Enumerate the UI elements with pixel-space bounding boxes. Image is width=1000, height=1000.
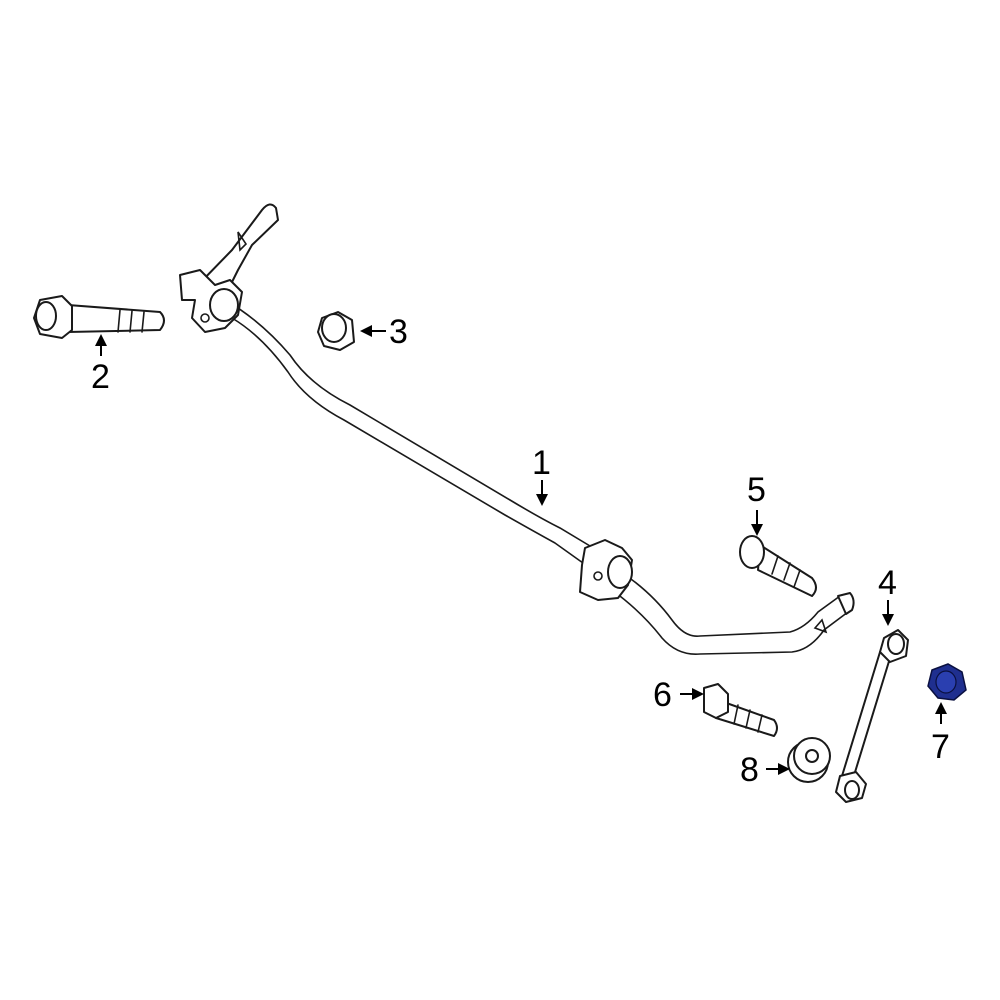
- bolt-5[interactable]: [739, 535, 817, 597]
- callout-7: 7: [931, 728, 950, 766]
- bolt-long[interactable]: [33, 295, 165, 339]
- callout-leaders: [95, 325, 947, 775]
- bolt-6[interactable]: [703, 683, 778, 737]
- stabilizer-bar[interactable]: [179, 203, 855, 655]
- nut-flange[interactable]: [317, 311, 355, 351]
- callout-3: 3: [389, 313, 408, 351]
- callout-6: 6: [653, 676, 672, 714]
- callout-4: 4: [878, 564, 897, 602]
- callout-2: 2: [91, 358, 110, 396]
- nut-highlighted[interactable]: [927, 663, 967, 701]
- washer[interactable]: [787, 737, 831, 783]
- callout-1: 1: [532, 444, 551, 482]
- callout-5: 5: [747, 471, 766, 509]
- callout-8: 8: [740, 751, 759, 789]
- stabilizer-link[interactable]: [835, 629, 909, 803]
